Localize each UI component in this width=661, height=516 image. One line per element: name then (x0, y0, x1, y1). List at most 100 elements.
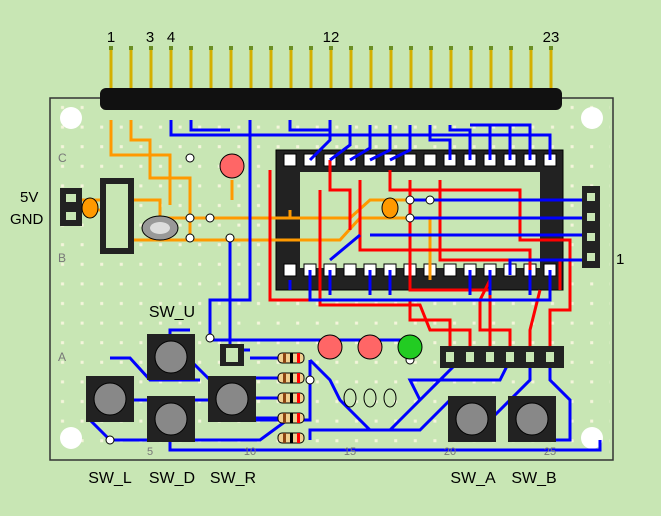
header-pin-tip (269, 46, 273, 50)
header-pin-tip (409, 46, 413, 50)
resistor-band (283, 353, 286, 363)
led-leads (343, 388, 397, 408)
small-ic-window (226, 348, 238, 362)
crystal-highlight (150, 222, 170, 234)
pin-label-12: 12 (323, 29, 340, 46)
regulator-tab (106, 184, 128, 248)
switch-label-right: SW_R (210, 470, 256, 487)
header-pin-tip (509, 46, 513, 50)
switch-label-b: SW_B (511, 470, 556, 487)
resistor-band (297, 353, 300, 363)
resistor-band (290, 393, 293, 403)
pin-label-1: 1 (107, 29, 115, 46)
ic-pad-top (403, 153, 417, 167)
side-connector (582, 186, 600, 268)
bottom-header-pin (486, 352, 494, 362)
header-pin-tip (489, 46, 493, 50)
ic-pad-bottom (443, 263, 457, 277)
resistor-band (283, 433, 286, 443)
header-pin-tip (389, 46, 393, 50)
mount-hole-bl (60, 427, 82, 449)
pin-label-4: 4 (167, 29, 175, 46)
bottom-header-pin (446, 352, 454, 362)
mount-hole-br (581, 427, 603, 449)
switch-label-left: SW_L (88, 470, 132, 487)
resistor-band (290, 353, 293, 363)
header-pin-tip (529, 46, 533, 50)
ic-pad-bottom (343, 263, 357, 277)
resistor-band (283, 413, 286, 423)
switch-label-a: SW_A (450, 470, 496, 487)
power-pin-gnd (66, 212, 76, 220)
pin-header (100, 88, 562, 110)
led-red-1 (317, 334, 343, 360)
column-label-20: 20 (444, 446, 456, 458)
bottom-header-pin (546, 352, 554, 362)
led-green (397, 334, 423, 360)
switch-down (147, 396, 195, 442)
pin-label-3: 3 (146, 29, 154, 46)
resistor (277, 352, 305, 364)
resistor-band (297, 433, 300, 443)
header-pin-tip (309, 46, 313, 50)
bottom-header-pin (526, 352, 534, 362)
side-connector-pin-label: 1 (616, 251, 624, 268)
bottom-header-pin (466, 352, 474, 362)
resistor-band (290, 433, 293, 443)
power-connector (60, 188, 82, 226)
capacitor-1 (81, 197, 99, 219)
row-label-a: A (58, 350, 66, 364)
ic-pad-bottom (283, 263, 297, 277)
resistor-band (297, 413, 300, 423)
power-label-5v: 5V (20, 189, 38, 206)
row-label-c: C (58, 151, 67, 165)
header-pin-tip (149, 46, 153, 50)
switch-a (448, 396, 496, 442)
switch-label-down: SW_D (149, 470, 195, 487)
mount-hole-tl (60, 107, 82, 129)
pin-label-23: 23 (543, 29, 560, 46)
power-pin-5v (66, 194, 76, 202)
resistor-band (283, 373, 286, 383)
header-pin-tip (329, 46, 333, 50)
resistor (277, 392, 305, 404)
resistor (277, 432, 305, 444)
switch-b (508, 396, 556, 442)
bottom-header (440, 346, 564, 368)
header-pin-tip (369, 46, 373, 50)
header-pin-tip (189, 46, 193, 50)
switch-right (208, 376, 256, 422)
junction-dots (105, 153, 435, 445)
resistor-band (290, 413, 293, 423)
power-label-gnd: GND (10, 211, 44, 228)
mount-hole-tr (581, 107, 603, 129)
header-pin-tip (289, 46, 293, 50)
resistor-band (297, 393, 300, 403)
bottom-header-pin (506, 352, 514, 362)
header-pin-tip (109, 46, 113, 50)
capacitor-2 (381, 197, 399, 219)
ic-pad-top (423, 153, 437, 167)
header-pin-tip (249, 46, 253, 50)
column-label-15: 15 (344, 446, 356, 458)
header-pin-tip (349, 46, 353, 50)
column-label-5: 5 (147, 446, 153, 458)
resistor-band (297, 373, 300, 383)
resistor-band (290, 373, 293, 383)
header-pin-tip (129, 46, 133, 50)
switch-up (147, 334, 195, 380)
header-pin-tip (469, 46, 473, 50)
header-pin-tip (229, 46, 233, 50)
resistor (277, 372, 305, 384)
side-connector-pins (587, 193, 595, 261)
header-pin-tip (169, 46, 173, 50)
led-red-2 (357, 334, 383, 360)
ic-pad-top (283, 153, 297, 167)
header-pin-tip (449, 46, 453, 50)
led-red-top (219, 153, 245, 179)
header-pin-tip (429, 46, 433, 50)
header-pin-tip (209, 46, 213, 50)
switch-label-up: SW_U (149, 304, 195, 321)
switch-left (86, 376, 134, 422)
